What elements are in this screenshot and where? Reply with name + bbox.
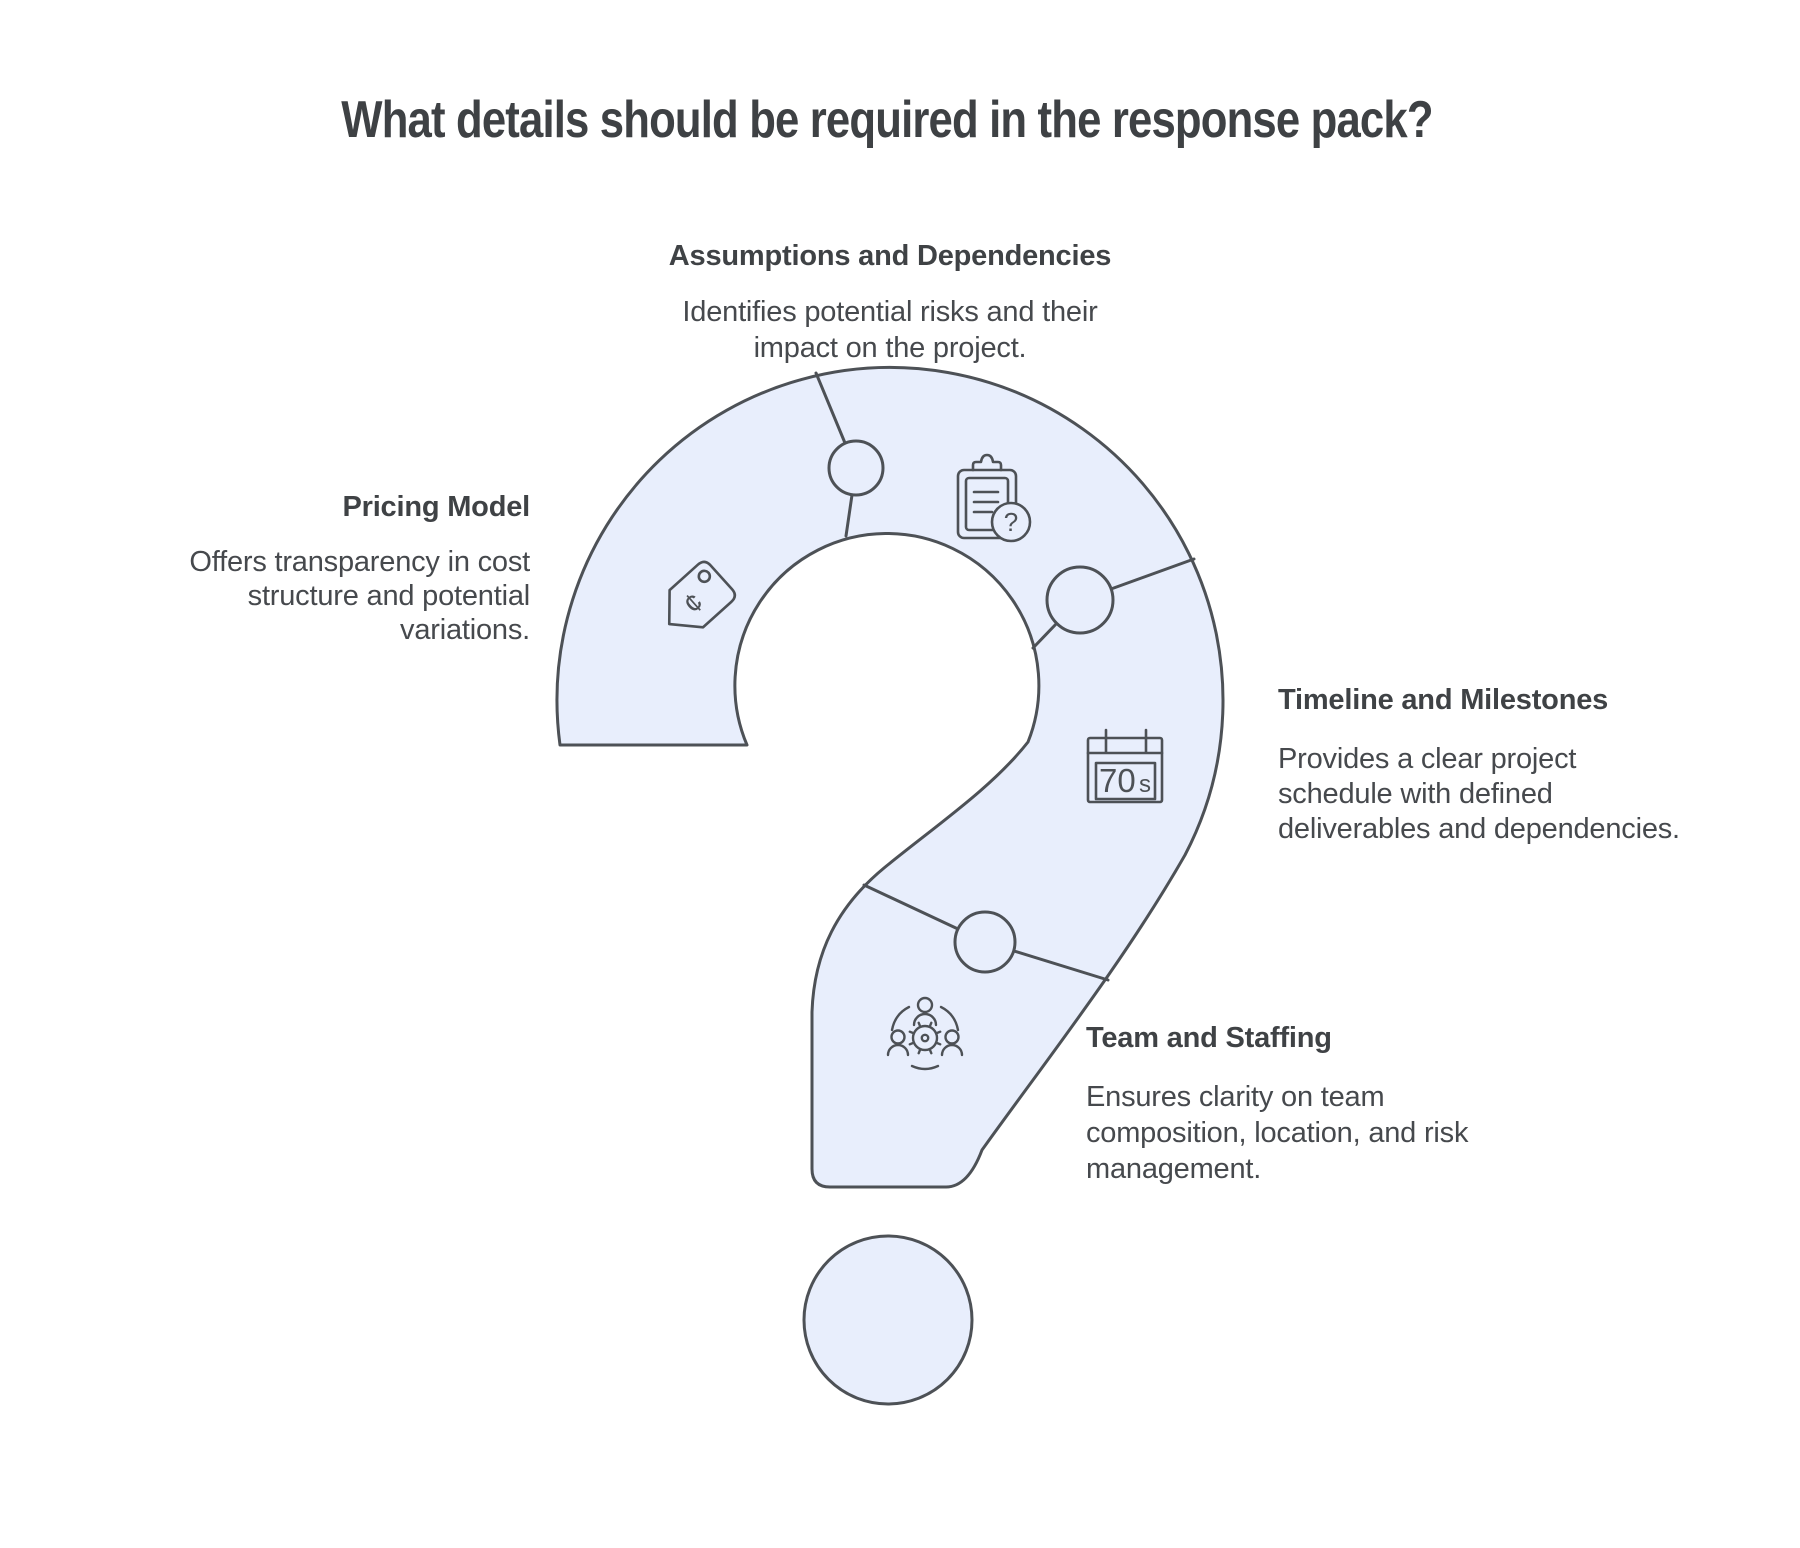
question-mark-shape — [555, 366, 1225, 1189]
team-description: Ensures clarity on team composition, loc… — [1086, 1079, 1526, 1187]
puzzle-knob — [827, 439, 885, 497]
section-assumptions: Assumptions and Dependencies Identifies … — [590, 238, 1190, 366]
calendar-icon: 70 s — [1086, 728, 1164, 804]
pricing-line: Offers transparency in cost — [189, 546, 530, 578]
timeline-heading: Timeline and Milestones — [1278, 684, 1609, 716]
timeline-line: deliverables and dependencies. — [1278, 813, 1680, 845]
assumptions-line: Identifies potential risks and their — [682, 296, 1098, 328]
calendar-suffix: s — [1139, 771, 1151, 798]
timeline-description: Provides a clear project schedule with d… — [1278, 742, 1748, 847]
assumptions-heading: Assumptions and Dependencies — [668, 240, 1112, 272]
assumptions-description: Identifies potential risks and their imp… — [590, 294, 1190, 366]
team-line: management. — [1086, 1153, 1262, 1185]
pricing-description: Offers transparency in cost structure an… — [130, 545, 530, 647]
pricing-line: variations. — [400, 614, 530, 646]
section-team: Team and Staffing Ensures clarity on tea… — [1086, 1020, 1526, 1187]
team-line: Ensures clarity on team — [1086, 1081, 1385, 1113]
question-badge: ? — [1004, 507, 1018, 537]
puzzle-knob — [1045, 565, 1115, 635]
team-gear-icon — [886, 996, 964, 1071]
timeline-line: Provides a clear project — [1278, 743, 1577, 775]
assumptions-line: impact on the project. — [753, 332, 1027, 364]
clipboard-question-icon: ? — [956, 453, 1032, 543]
puzzle-seam — [862, 883, 1110, 982]
section-pricing: Pricing Model Offers transparency in cos… — [130, 489, 530, 647]
puzzle-seam — [814, 371, 854, 538]
puzzle-seam — [1031, 557, 1196, 650]
team-line: composition, location, and risk — [1086, 1117, 1469, 1149]
page-title: What details should be required in the r… — [341, 91, 1433, 149]
team-heading: Team and Staffing — [1086, 1022, 1332, 1054]
pricing-line: structure and potential — [247, 580, 531, 612]
puzzle-knob — [953, 910, 1017, 974]
section-timeline: Timeline and Milestones Provides a clear… — [1278, 682, 1748, 847]
pricing-heading: Pricing Model — [342, 491, 530, 523]
timeline-line: schedule with defined — [1278, 778, 1553, 810]
calendar-number: 70 — [1099, 762, 1136, 799]
question-mark-dot — [802, 1234, 974, 1406]
